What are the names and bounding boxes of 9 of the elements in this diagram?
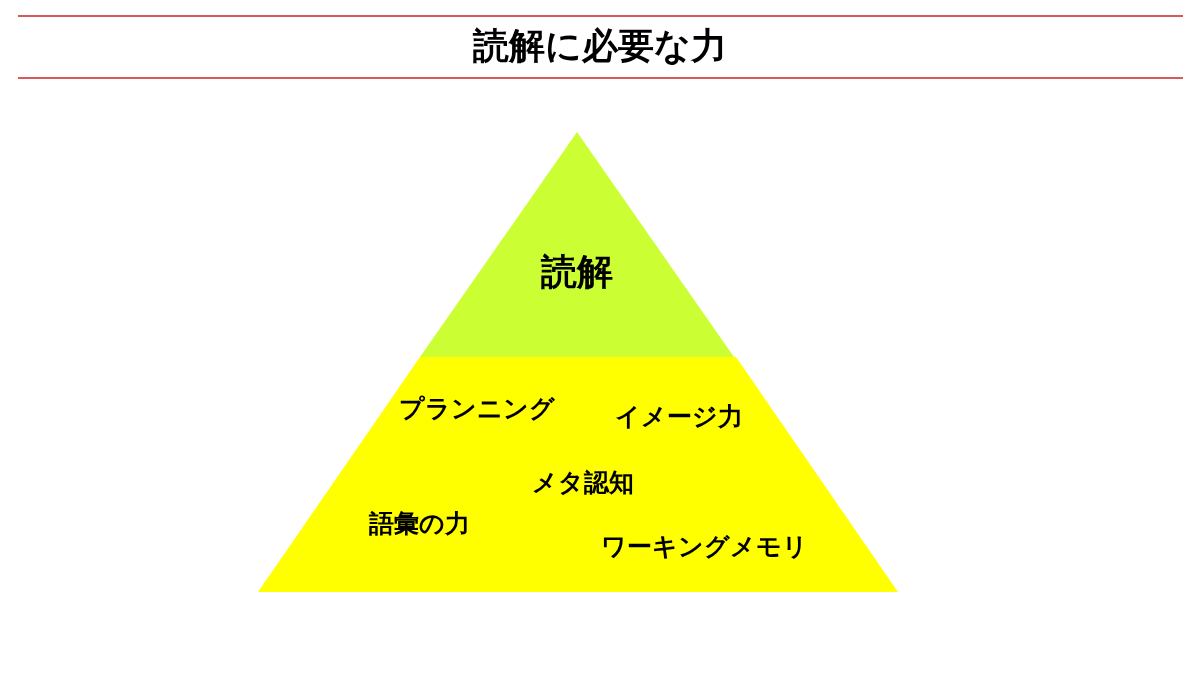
layer-label: プランニング (399, 395, 555, 421)
layer-label: イメージ力 (615, 403, 743, 429)
layer-label: 語彙の力 (368, 510, 470, 536)
title: 読解に必要な力 (471, 24, 728, 68)
pyramid-top-triangle (420, 132, 734, 357)
layer-label: 読解 (541, 254, 613, 290)
layer-label: ワーキングメモリ (600, 533, 808, 559)
pyramid-base-trapezoid (258, 357, 898, 592)
layer-label: メタ認知 (532, 469, 634, 495)
